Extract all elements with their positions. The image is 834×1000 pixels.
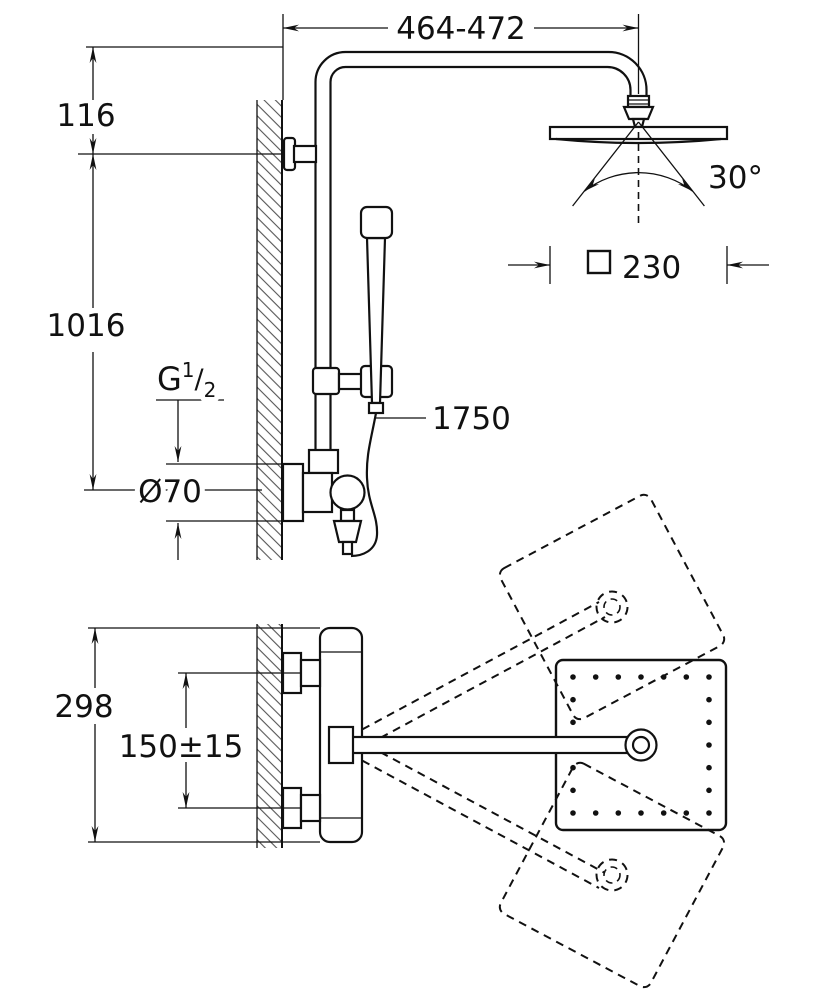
tilt-arc bbox=[583, 172, 694, 192]
arm-union-nut bbox=[327, 725, 355, 765]
swivel-range-lower bbox=[349, 738, 726, 989]
dimension-riser-1016 bbox=[84, 154, 262, 491]
head-outline-dashed bbox=[498, 493, 726, 721]
riser-and-shower-arm bbox=[314, 50, 648, 450]
dim-body-298: 298 bbox=[54, 689, 113, 725]
wall-hatch bbox=[257, 100, 282, 560]
dim-hose-1750: 1750 bbox=[432, 401, 511, 437]
escutcheon bbox=[281, 462, 305, 523]
dimension-inlets-150 bbox=[178, 672, 301, 809]
valve-body bbox=[301, 471, 334, 514]
wall-bracket bbox=[282, 136, 318, 172]
dim-angle-30: 30° bbox=[708, 160, 763, 196]
hand-shower bbox=[359, 205, 394, 415]
hand-shower-head bbox=[359, 205, 394, 240]
outlet-union-nut bbox=[332, 519, 363, 544]
swivel-range-upper bbox=[349, 493, 726, 752]
dimension-top-width bbox=[282, 14, 640, 100]
riser-elbow bbox=[307, 448, 340, 475]
inlet-nut-bottom bbox=[299, 793, 322, 823]
dimension-body-298 bbox=[88, 627, 320, 843]
square-symbol-icon bbox=[586, 249, 612, 275]
head-tilt-indicator bbox=[572, 121, 705, 224]
dimension-head-230 bbox=[508, 246, 769, 284]
dim-top-width: 464-472 bbox=[396, 11, 526, 47]
dim-inlets-150: 150±15 bbox=[119, 729, 244, 765]
hand-shower-holder bbox=[311, 364, 394, 399]
dimension-thread-and-escutcheon bbox=[156, 399, 286, 560]
wall-section-plan bbox=[256, 624, 283, 848]
thermostat-valve-side bbox=[281, 448, 366, 556]
dim-riser-1016: 1016 bbox=[47, 308, 126, 344]
valve-knob bbox=[329, 474, 366, 511]
dim-head-230: 230 bbox=[622, 250, 681, 286]
pipe-outer-line bbox=[314, 50, 648, 450]
inlet-nut-top bbox=[299, 658, 322, 688]
pipe-inner-line bbox=[329, 65, 632, 450]
shower-hose bbox=[350, 412, 379, 558]
dimension-offset-116 bbox=[78, 46, 283, 155]
arm-pipe-plan bbox=[350, 735, 630, 755]
dim-thread-g-half: G1/2 bbox=[157, 358, 216, 402]
dim-offset-116: 116 bbox=[56, 98, 115, 134]
head-outline-dashed bbox=[498, 761, 726, 989]
wall-hatch bbox=[257, 624, 282, 848]
hose-nut bbox=[367, 401, 385, 415]
wall-section-side bbox=[256, 100, 283, 560]
dim-escutcheon-70: Ø70 bbox=[138, 474, 202, 510]
outlet-nipple bbox=[341, 540, 354, 556]
